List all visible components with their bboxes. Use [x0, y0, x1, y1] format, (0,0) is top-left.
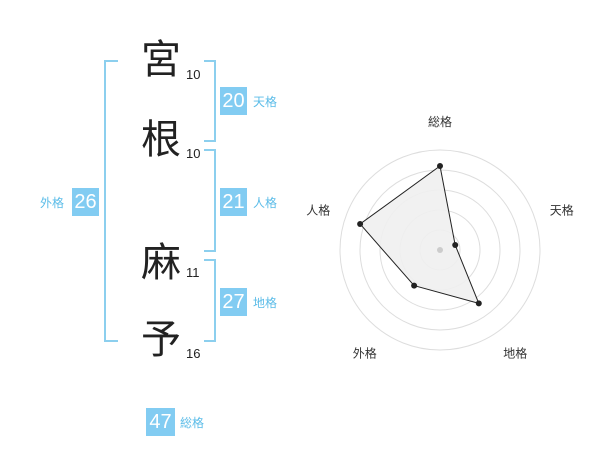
stroke-count-2: 10 [186, 146, 201, 161]
soukaku-value: 47 [146, 408, 175, 436]
chikaku-label: 地格 [253, 296, 278, 310]
jinkaku-label: 人格 [253, 196, 278, 210]
tenkaku-label: 天格 [253, 95, 278, 109]
radar-point-1 [437, 163, 443, 169]
radar-point-4 [411, 282, 418, 289]
radar-axis-label-2: 天格 [550, 202, 574, 217]
radar-ring-5 [339, 149, 541, 351]
gaikaku-label: 外格 [40, 196, 65, 210]
gaikaku-bracket [104, 60, 118, 342]
radar-point-2 [452, 242, 459, 249]
name-char-1: 宮 [141, 37, 181, 83]
name-char-3: 麻 [141, 240, 181, 286]
radar-axis-label-3: 地格 [503, 346, 527, 361]
name-char-4: 予 [141, 317, 181, 363]
radar-center-dot [437, 247, 443, 253]
radar-point-3 [475, 300, 482, 307]
jinkaku-value: 21 [220, 188, 247, 216]
name-char-2: 根 [141, 117, 181, 163]
chikaku-value: 27 [220, 288, 247, 316]
soukaku-label: 総格 [180, 416, 205, 430]
gaikaku-value: 26 [72, 188, 99, 216]
jinkaku-bracket [204, 149, 216, 252]
stroke-count-1: 10 [186, 67, 201, 82]
radar-polygon [359, 165, 480, 305]
chikaku-bracket [204, 259, 216, 342]
radar-axis-label-1: 総格 [428, 114, 452, 129]
radar-point-5 [357, 221, 364, 228]
radar-axis-label-5: 人格 [306, 202, 330, 217]
stroke-count-3: 11 [186, 265, 200, 280]
radar-axis-label-4: 外格 [353, 346, 377, 361]
tenkaku-bracket [204, 60, 216, 142]
tenkaku-value: 20 [220, 87, 247, 115]
stroke-count-4: 16 [186, 346, 201, 361]
